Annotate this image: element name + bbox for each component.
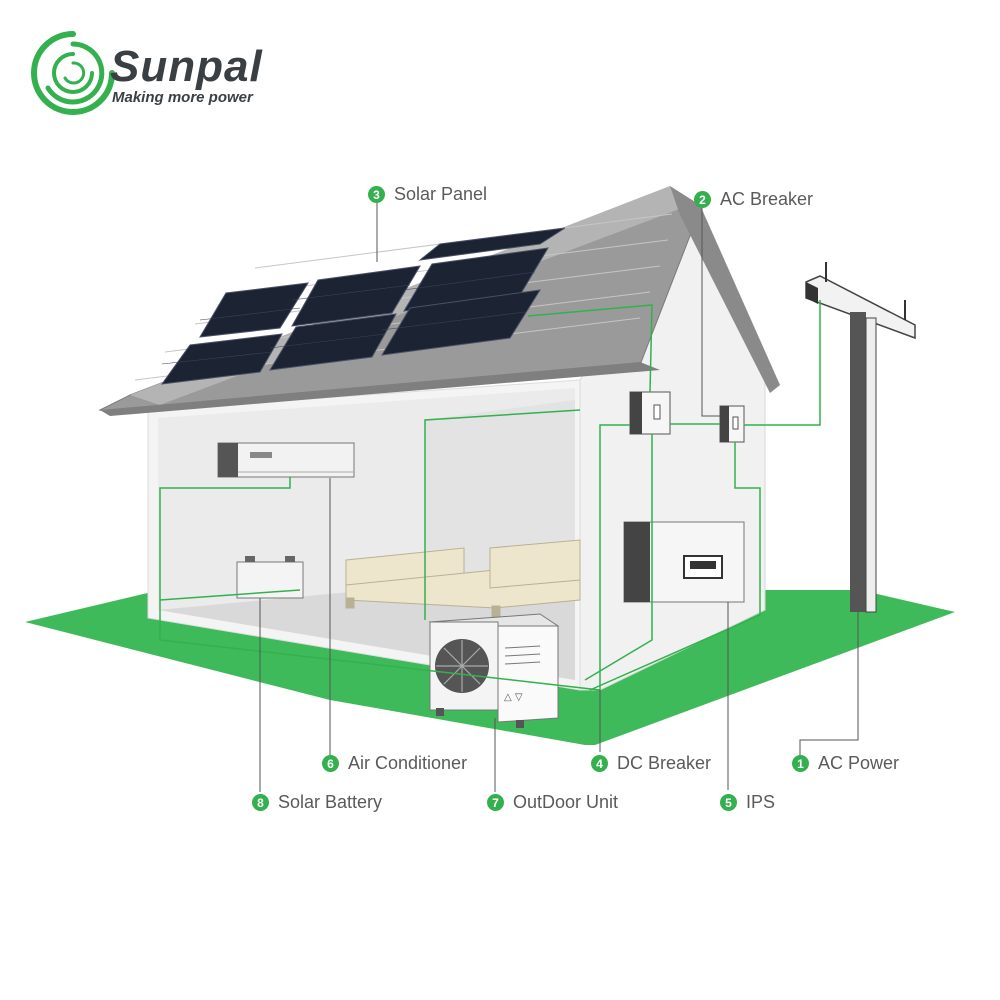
swirl-logo-icon bbox=[31, 31, 115, 115]
label-text: Air Conditioner bbox=[348, 753, 468, 773]
number-badge: 3 bbox=[368, 186, 385, 203]
number-badge: 2 bbox=[694, 191, 711, 208]
label-text: Solar Panel bbox=[394, 184, 488, 204]
leader-lines bbox=[259, 203, 859, 792]
dc-breaker-box bbox=[629, 391, 671, 435]
label-solar-panel: 3 Solar Panel bbox=[368, 184, 487, 205]
number-badge: 6 bbox=[322, 755, 339, 772]
brand-name: Sunpal bbox=[110, 42, 263, 91]
utility-pole bbox=[805, 262, 916, 613]
label-air-conditioner: 6 Air Conditioner bbox=[322, 753, 467, 774]
label-text: AC Power bbox=[818, 753, 900, 773]
ips-inverter bbox=[623, 521, 745, 603]
label-text: DC Breaker bbox=[617, 753, 712, 773]
label-text: Solar Battery bbox=[278, 792, 383, 812]
sofa bbox=[345, 539, 581, 619]
label-ips: 5 IPS bbox=[720, 792, 775, 813]
number-badge: 8 bbox=[252, 794, 269, 811]
label-text: AC Breaker bbox=[720, 189, 814, 209]
brand-tagline: Making more power bbox=[112, 89, 253, 106]
roof-edge bbox=[670, 186, 780, 393]
number-badge: 1 bbox=[792, 755, 809, 772]
label-ac-breaker: 2 AC Breaker bbox=[694, 189, 813, 210]
number-badge: 5 bbox=[720, 794, 737, 811]
wiring bbox=[159, 300, 821, 691]
solar-panel-grid bbox=[161, 271, 536, 365]
label-dc-breaker: 4 DC Breaker bbox=[591, 753, 711, 774]
label-text: OutDoor Unit bbox=[513, 792, 619, 812]
label-ac-power: 1 AC Power bbox=[792, 753, 899, 774]
label-solar-battery: 8 Solar Battery bbox=[252, 792, 382, 813]
svg-text:△ ▽: △ ▽ bbox=[504, 692, 523, 703]
number-badge: 7 bbox=[487, 794, 504, 811]
outdoor-unit: △ ▽ bbox=[428, 613, 560, 728]
solar-panel-array bbox=[160, 227, 566, 385]
ac-breaker-box bbox=[719, 405, 745, 443]
label-outdoor-unit: 7 OutDoor Unit bbox=[487, 792, 618, 813]
label-text: IPS bbox=[746, 792, 776, 812]
air-conditioner-unit bbox=[217, 442, 355, 478]
roof-underside bbox=[100, 362, 660, 416]
number-badge: 4 bbox=[591, 755, 608, 772]
